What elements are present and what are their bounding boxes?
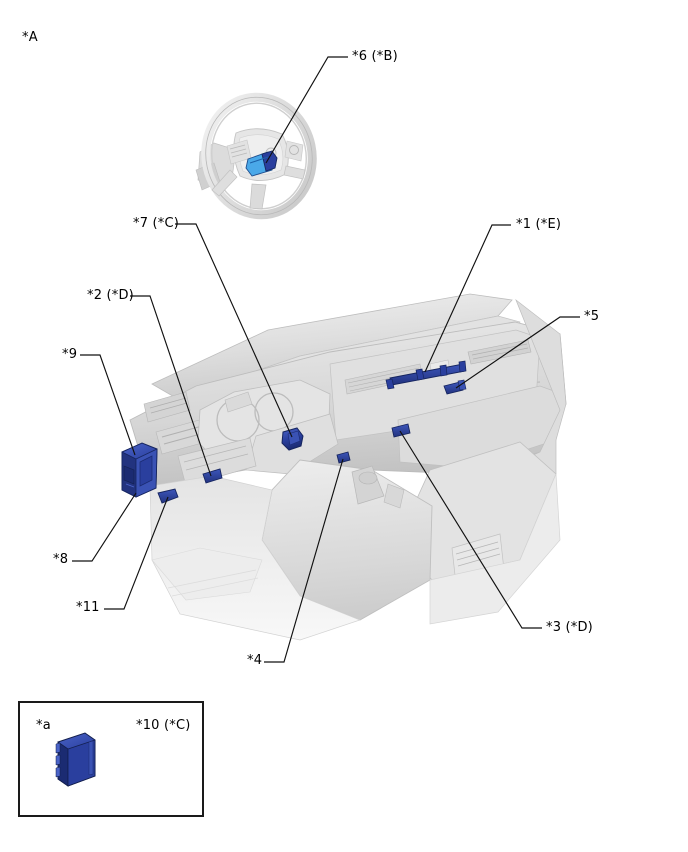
leader-line-5 <box>455 316 580 389</box>
leader-line-1 <box>424 224 511 373</box>
part-passenger-side-clip <box>443 379 467 395</box>
leader-line-9 <box>80 354 136 456</box>
steering-wheel-assembly <box>195 92 317 220</box>
leader-line-8 <box>72 492 137 562</box>
callout-label-10: *10 (*C) <box>136 718 191 733</box>
callout-label-7: *7 (*C) <box>133 216 180 231</box>
leader-line-2 <box>130 295 212 477</box>
part-steering-wheel-switch <box>245 150 278 177</box>
callout-label-9: *9 <box>62 347 78 362</box>
inset-detail-box <box>18 701 204 817</box>
leader-line-7 <box>175 223 293 438</box>
part-console-side-clip <box>391 423 411 438</box>
part-driver-lower-clip <box>157 488 179 504</box>
callout-label-4: *4 <box>247 653 263 668</box>
leader-line-3 <box>399 430 542 629</box>
instrument-panel-assembly <box>129 293 567 641</box>
part-console-front-clip <box>336 451 351 464</box>
inset-marker-a: *a <box>36 718 51 733</box>
part-passenger-side-rail <box>385 360 467 390</box>
part-inset-control-module <box>55 732 96 787</box>
part-driver-side-ecu <box>121 442 158 498</box>
leader-line-6 <box>265 56 348 164</box>
leader-line-4 <box>264 458 344 663</box>
callout-label-3: *3 (*D) <box>546 620 593 635</box>
callout-label-2: *2 (*D) <box>87 288 134 303</box>
callout-label-11: *11 <box>76 600 100 615</box>
part-center-cluster-connector <box>281 427 304 451</box>
section-marker-a: *A <box>22 30 38 45</box>
highlighted-parts <box>121 360 467 504</box>
callout-label-1: *1 (*E) <box>516 217 562 232</box>
callout-label-5: *5 <box>584 309 600 324</box>
leader-lines <box>72 56 580 763</box>
callout-label-6: *6 (*B) <box>352 49 398 64</box>
leader-line-11 <box>104 496 169 610</box>
part-instrument-panel-wire-left <box>202 468 223 484</box>
callout-label-8: *8 <box>53 552 69 567</box>
